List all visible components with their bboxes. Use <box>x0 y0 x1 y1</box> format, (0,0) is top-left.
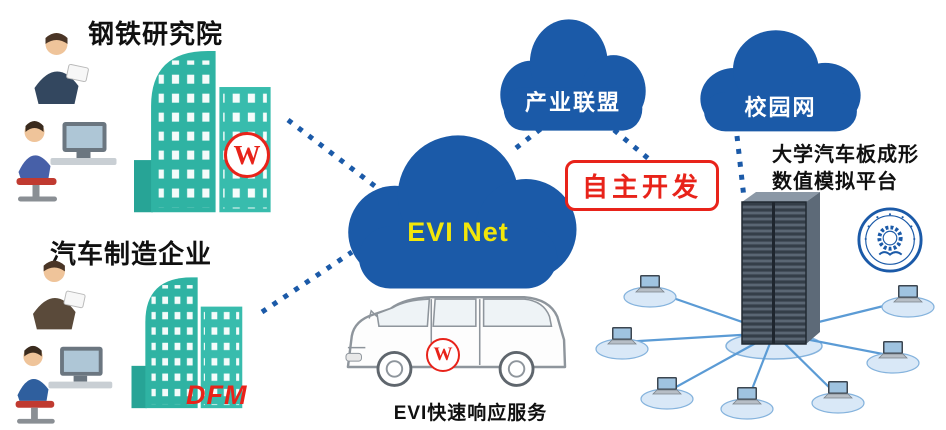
van-wisco-logo: W <box>426 338 460 372</box>
steel-building-icon: W <box>122 32 294 217</box>
laptop-icon <box>623 275 677 308</box>
evi-net-cloud: EVI Net <box>322 118 594 302</box>
link-auto-to-evi <box>260 249 354 315</box>
steel-people-clipart <box>2 26 127 206</box>
auto-people-clipart <box>2 254 122 428</box>
steel-institute-label: 钢铁研究院 <box>88 19 224 49</box>
laptop-icon <box>595 327 649 360</box>
auto-maker-label: 汽车制造企业 <box>50 239 213 269</box>
evi-net-label: EVI Net <box>407 217 509 248</box>
platform-label-line2: 数值模拟平台 <box>772 171 898 193</box>
industry-alliance-label: 产业联盟 <box>524 89 621 115</box>
campus-network-cloud: 校园网 <box>678 20 883 140</box>
server-icon <box>741 192 820 345</box>
laptop-icon <box>811 381 865 414</box>
van-service-label: EVI快速响应服务 <box>393 403 548 424</box>
independent-dev-badge: 自主开发 <box>565 160 720 211</box>
laptop-icon <box>866 341 920 374</box>
laptop-icon <box>640 377 694 410</box>
link-campus-to-server <box>734 135 747 199</box>
van-wisco-logo-letter: W <box>433 344 453 365</box>
industry-alliance-cloud: 产业联盟 <box>480 8 666 140</box>
campus-network-label: 校园网 <box>744 94 817 120</box>
laptop-icon <box>720 387 774 420</box>
wisco-logo-letter: W <box>233 139 261 170</box>
wisco-logo: W <box>224 132 270 178</box>
link-evi-to-alliance <box>514 112 562 150</box>
auto-building-icon: DFM <box>114 262 269 412</box>
university-seal-logo <box>856 206 924 274</box>
van-illustration: W <box>334 272 577 398</box>
link-alliance-to-devbox <box>612 128 652 162</box>
dfm-logo: DFM <box>186 380 248 410</box>
platform-label-line1: 大学汽车板成形 <box>772 144 919 166</box>
platform-label: 大学汽车板成形 数值模拟平台 <box>772 142 919 196</box>
laptop-icon <box>881 285 935 318</box>
